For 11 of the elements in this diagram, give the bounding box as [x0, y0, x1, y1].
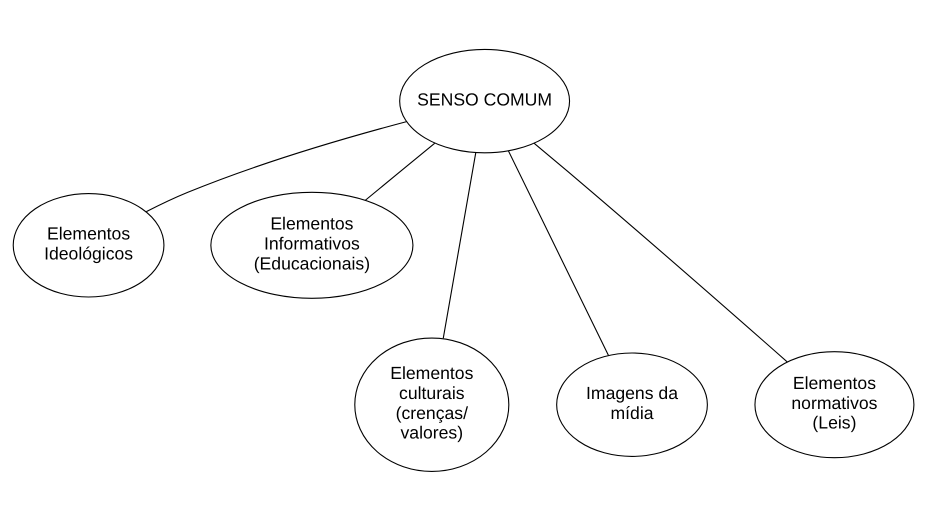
node-ellipse: Elementos Informativos (Educacionais): [210, 191, 414, 298]
connector: [534, 142, 788, 362]
connector: [365, 142, 435, 200]
node-ellipse: Elementos Ideológicos: [12, 192, 164, 298]
node-ellipse: Elementos culturais (crenças/ valores): [354, 336, 510, 472]
connector: [508, 150, 609, 356]
node-ellipse: Imagens da mídia: [556, 352, 708, 456]
node-ellipse: SENSO COMUM: [399, 48, 570, 153]
connector: [146, 120, 407, 212]
node-ellipse: Elementos normativos (Leis): [754, 350, 914, 458]
connector: [442, 152, 476, 338]
